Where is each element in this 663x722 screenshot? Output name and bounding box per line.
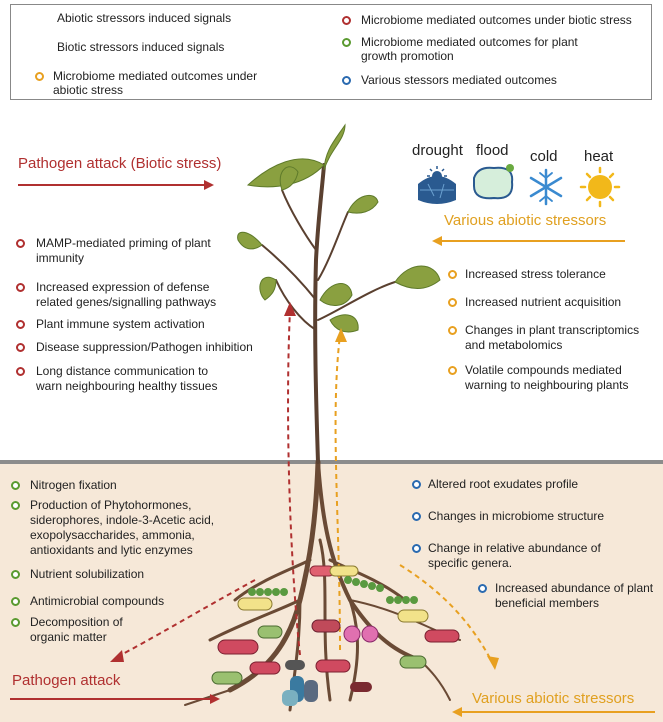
- growth-item: Nutrient solubilization: [30, 567, 145, 581]
- biotic-signal-arrows: [114, 309, 301, 659]
- abiotic-item: Changes in plant transcriptomics and met…: [465, 323, 640, 352]
- biotic-item: Increased expression of defense related …: [36, 280, 217, 309]
- biotic-item: Long distance communication to warn neig…: [36, 364, 218, 393]
- biotic-item-marker: [16, 343, 25, 352]
- abiotic-item: Volatile compounds mediated warning to n…: [465, 363, 629, 392]
- growth-item-marker: [11, 618, 20, 627]
- abiotic-item: Increased stress tolerance: [465, 267, 606, 281]
- abiotic-arrowhead-up: [335, 328, 347, 342]
- various-item-marker: [412, 544, 421, 553]
- abiotic-item-marker: [448, 270, 457, 279]
- legend-growth-outcome-marker: [342, 38, 351, 47]
- microbes: [211, 565, 460, 706]
- legend-growth-outcomes: Microbiome mediated outcomes for plant g…: [361, 35, 578, 63]
- stressor-label-heat: heat: [584, 148, 614, 165]
- various-item: Changes in microbiome structure: [428, 509, 605, 523]
- legend-biotic-signals: Biotic stressors induced signals: [57, 40, 225, 54]
- legend-biotic-outcomes: Microbiome mediated outcomes under bioti…: [361, 13, 632, 27]
- growth-item-marker: [11, 501, 20, 510]
- various-item-marker: [478, 584, 487, 593]
- various-item: Change in relative abundance of specific…: [428, 541, 601, 570]
- various-item-marker: [412, 480, 421, 489]
- headline-arrows: [10, 180, 655, 717]
- legend-various-outcome-marker: [342, 76, 351, 85]
- biotic-item-marker: [16, 239, 25, 248]
- growth-item: Nitrogen fixation: [30, 478, 117, 492]
- legend-various-outcomes: Various stessors mediated outcomes: [361, 73, 557, 87]
- growth-item-marker: [11, 481, 20, 490]
- plant-stem: [261, 163, 396, 464]
- pathogen-attack-title: Pathogen attack: [12, 672, 121, 689]
- growth-item-marker: [11, 597, 20, 606]
- flood-icon: [473, 164, 514, 200]
- legend-box: Abiotic stressors induced signals Biotic…: [10, 4, 652, 100]
- heat-icon: [579, 166, 621, 208]
- abiotic-stressors-bottom-title: Various abiotic stressors: [472, 690, 635, 707]
- legend-biotic-outcome-marker: [342, 16, 351, 25]
- various-item: Increased abundance of plant beneficial …: [495, 581, 654, 610]
- abiotic-item-marker: [448, 298, 457, 307]
- biotic-item: MAMP-mediated priming of plant immunity: [36, 236, 211, 265]
- stressor-label-cold: cold: [530, 148, 558, 165]
- legend-abiotic-signals: Abiotic stressors induced signals: [57, 11, 232, 25]
- biotic-item: Plant immune system activation: [36, 317, 205, 331]
- biotic-arrowhead-up: [284, 302, 296, 316]
- ground-line: [0, 460, 663, 464]
- abiotic-item-marker: [448, 366, 457, 375]
- various-abiotic-stressors-title: Various abiotic stressors: [444, 212, 607, 229]
- growth-item: Production of Phytohormones, siderophore…: [30, 498, 215, 557]
- abiotic-item-marker: [448, 326, 457, 335]
- various-item: Altered root exudates profile: [428, 477, 579, 491]
- abiotic-signal-arrows: [334, 334, 493, 663]
- cold-icon: [529, 168, 563, 206]
- stressor-label-drought: drought: [412, 142, 463, 159]
- abiotic-item: Increased nutrient acquisition: [465, 295, 622, 309]
- legend-abiotic-outcomes: Microbiome mediated outcomes under abiot…: [53, 69, 258, 97]
- stressor-label-flood: flood: [476, 142, 509, 159]
- drought-icon: [418, 166, 456, 204]
- various-item-marker: [412, 512, 421, 521]
- pathogen-attack-biotic-title: Pathogen attack (Biotic stress): [18, 155, 222, 172]
- plant-leaves: [237, 123, 441, 333]
- growth-item-marker: [11, 570, 20, 579]
- growth-item: Antimicrobial compounds: [30, 594, 165, 608]
- biotic-item-marker: [16, 283, 25, 292]
- biotic-arrowhead-down: [110, 650, 124, 662]
- soil-background: [0, 462, 663, 722]
- biotic-item-marker: [16, 367, 25, 376]
- legend-abiotic-outcome-marker: [35, 72, 44, 81]
- growth-item: Decomposition of organic matter: [30, 615, 123, 644]
- biotic-item-marker: [16, 320, 25, 329]
- biotic-item: Disease suppression/Pathogen inhibition: [36, 340, 253, 354]
- abiotic-arrowhead-down: [487, 656, 499, 670]
